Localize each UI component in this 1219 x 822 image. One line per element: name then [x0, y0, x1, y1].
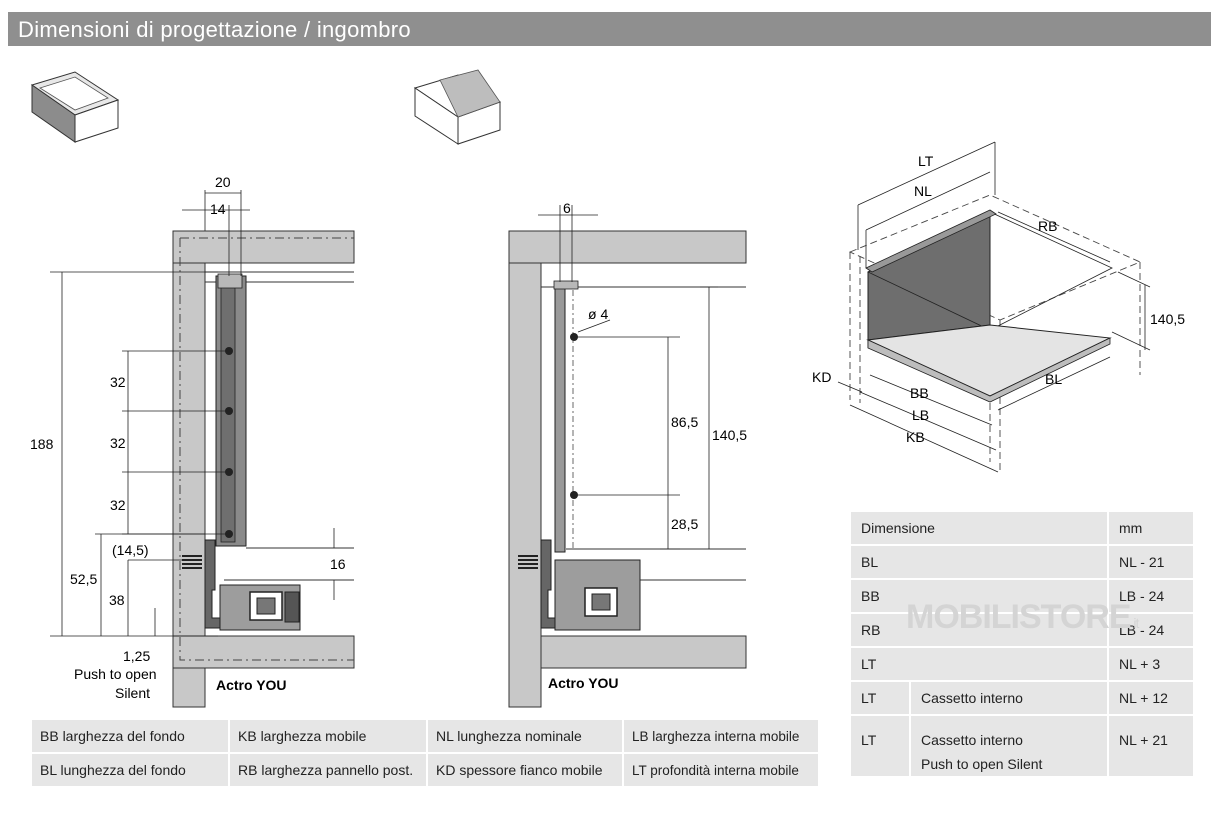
abbreviation-legend: BB larghezza del fondo KB larghezza mobi… — [30, 718, 820, 788]
row-value: NL - 21 — [1109, 546, 1193, 578]
row-key: LT — [851, 682, 909, 714]
header-dimensione: Dimensione — [851, 512, 1107, 544]
right-product-label: Actro YOU — [548, 675, 619, 691]
dimension-table: Dimensione mm BL NL - 21 BB LB - 24 RB L… — [849, 510, 1195, 778]
row-key: LT — [851, 648, 1107, 680]
dim-1-25: 1,25 — [123, 648, 150, 664]
watermark-suffix: .it — [1130, 615, 1140, 631]
row-desc-line2: Push to open Silent — [921, 756, 1043, 772]
dim-6: 6 — [563, 200, 571, 216]
dimension-table-header: Dimensione mm — [851, 512, 1193, 544]
row-desc: Cassetto interno Push to open Silent — [911, 716, 1107, 776]
legend-row: BL lunghezza del fondo RB larghezza pann… — [32, 754, 818, 786]
table-row: BL NL - 21 — [851, 546, 1193, 578]
dim-rb: RB — [1038, 218, 1057, 234]
right-section-drawing: 6 ø 4 86,5 140,5 28,5 Actro YOU — [508, 200, 747, 708]
dim-188: 188 — [30, 436, 54, 452]
dim-14: 14 — [210, 201, 226, 217]
dim-20: 20 — [215, 174, 231, 190]
watermark-logo: MOBILISTORE.it — [906, 598, 1140, 637]
table-row: LT Cassetto interno NL + 12 — [851, 682, 1193, 714]
dim-140-5: 140,5 — [712, 427, 747, 443]
push-label-2: Silent — [115, 685, 150, 701]
dim-52-5: 52,5 — [70, 571, 97, 587]
dim-32b: 32 — [110, 435, 126, 451]
legend-cell: LB larghezza interna mobile — [624, 720, 818, 752]
isometric-drawing: LT NL RB 140,5 BL KD BB LB KB — [812, 141, 1185, 473]
row-value: NL + 3 — [1109, 648, 1193, 680]
header-mm: mm — [1109, 512, 1193, 544]
dim-bl: BL — [1045, 371, 1062, 387]
dim-32c: 32 — [110, 497, 126, 513]
dim-kd: KD — [812, 369, 831, 385]
legend-cell: BL lunghezza del fondo — [32, 754, 228, 786]
row-desc: Cassetto interno — [911, 682, 1107, 714]
row-key: RB — [851, 614, 1107, 646]
dim-bb: BB — [910, 385, 929, 401]
push-label-1: Push to open — [74, 666, 157, 682]
legend-cell: BB larghezza del fondo — [32, 720, 228, 752]
table-row: RB LB - 24 — [851, 614, 1193, 646]
legend-cell: LT profondità interna mobile — [624, 754, 818, 786]
legend-cell: RB larghezza pannello post. — [230, 754, 426, 786]
row-key: LT — [851, 716, 909, 776]
dim-h140-5: 140,5 — [1150, 311, 1185, 327]
table-row: LT Cassetto interno Push to open Silent … — [851, 716, 1193, 776]
watermark-brand: MOBILISTORE — [906, 598, 1131, 636]
table-row: BB LB - 24 — [851, 580, 1193, 612]
dim-14-5: (14,5) — [112, 542, 149, 558]
legend-row: BB larghezza del fondo KB larghezza mobi… — [32, 720, 818, 752]
dim-lb: LB — [912, 407, 929, 423]
left-section-drawing: 20 14 188 32 32 32 (14,5) 52,5 38 16 1,2… — [30, 174, 355, 708]
drawer-icon-left — [30, 71, 120, 143]
dim-32a: 32 — [110, 374, 126, 390]
legend-cell: NL lunghezza nominale — [428, 720, 622, 752]
dim-38: 38 — [109, 592, 125, 608]
section-title: Dimensioni di progettazione / ingombro — [18, 17, 411, 42]
dim-lt: LT — [918, 153, 934, 169]
left-product-label: Actro YOU — [216, 677, 287, 693]
dim-nl: NL — [914, 183, 932, 199]
legend-cell: KB larghezza mobile — [230, 720, 426, 752]
legend-cell: KD spessore fianco mobile — [428, 754, 622, 786]
dim-16: 16 — [330, 556, 346, 572]
row-value: NL + 12 — [1109, 682, 1193, 714]
drawer-icon-right — [413, 69, 502, 145]
row-value: LB - 24 — [1109, 580, 1193, 612]
row-value: LB - 24 — [1109, 614, 1193, 646]
section-header: Dimensioni di progettazione / ingombro — [8, 12, 1211, 46]
dim-kb: KB — [906, 429, 925, 445]
dim-86-5: 86,5 — [671, 414, 698, 430]
row-key: BL — [851, 546, 1107, 578]
dim-phi4: ø 4 — [588, 306, 608, 322]
table-row: LT NL + 3 — [851, 648, 1193, 680]
row-key: BB — [851, 580, 1107, 612]
row-desc-line1: Cassetto interno — [921, 732, 1023, 748]
row-value: NL + 21 — [1109, 716, 1193, 776]
dim-28-5: 28,5 — [671, 516, 698, 532]
